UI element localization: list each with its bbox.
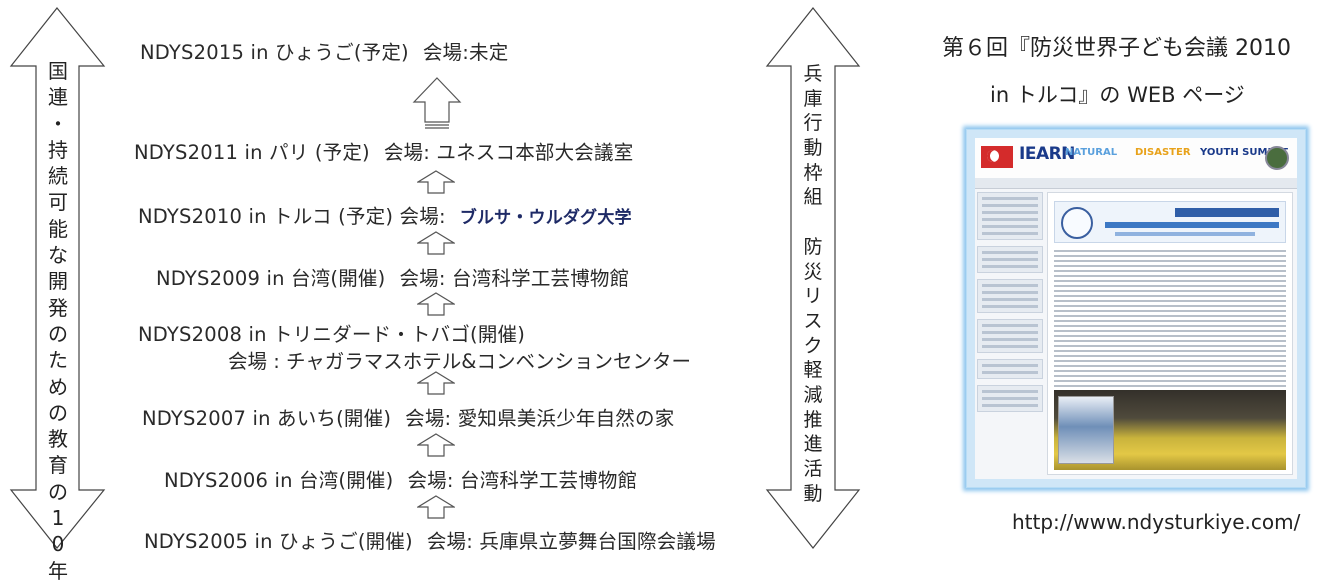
turkey-flag-icon [981,146,1013,168]
right-arrow-char: 行 [803,112,823,135]
up-arrow-icon [417,170,455,194]
right-arrow-char: リ [803,285,823,308]
entry-event: NDYS2011 in パリ (予定) [134,141,370,164]
right-arrow-char: 兵 [803,63,823,85]
timeline-entry-2005: NDYS2005 in ひょうご(開催) 会場: 兵庫県立夢舞台国際会議場 [144,525,716,554]
entry-venue: 会場: 兵庫県立夢舞台国際会議場 [426,530,716,553]
website-url: http://www.ndysturkiye.com/ [1012,510,1301,534]
entry-event: NDYS2009 in 台湾(開催) [156,267,386,290]
left-arrow-char: 持 [48,137,68,162]
left-arrow-char: た [48,348,68,373]
right-arrow-char: 動 [803,137,823,160]
left-arrow-char: の [48,321,68,346]
timeline-entry-2007: NDYS2007 in あいち(開催) 会場: 愛知県美浜少年自然の家 [142,402,674,431]
left-arrow-char: な [48,243,68,268]
left-arrow-char: め [48,374,68,399]
timeline-entry-2006: NDYS2006 in 台湾(開催) 会場: 台湾科学工芸博物館 [164,464,637,493]
poster-image [1058,396,1114,464]
entry-venue: 会場: 台湾科学工芸博物館 [407,469,638,492]
left-arrow-char: の [48,400,68,425]
website-brand-sub3: YOUTH SUMMIT [1200,147,1288,158]
right-arrow-char: ス [803,309,823,332]
up-arrow-large [412,77,462,129]
right-arrow-char: ク [803,334,823,357]
left-arrow-shape [9,7,106,549]
timeline-entry-2011: NDYS2011 in パリ (予定) 会場: ユネスコ本部大会議室 [134,136,633,165]
left-arrow-char: 可 [48,190,68,215]
entry-event: NDYS2007 in あいち(開催) [142,407,392,430]
timeline-entry-2015: NDYS2015 in ひょうご(予定) 会場:未定 [140,36,508,65]
entry-event: NDYS2005 in ひょうご(開催) [144,530,413,553]
left-arrow-char: の [48,479,68,504]
webpage-caption-line1: 第６回『防災世界子ども会議 2010 [942,36,1291,61]
left-arrow-char: 0 [51,532,65,557]
right-arrow-label: 兵庫行動枠組防災リスク軽減推進活動 [763,62,863,506]
website-header: IEARN NATURAL DISASTER YOUTH SUMMIT [975,138,1297,179]
up-arrow-icon [417,495,455,519]
website-screenshot: IEARN NATURAL DISASTER YOUTH SUMMIT [966,129,1306,488]
left-arrow-char: 能 [48,216,68,241]
timeline-entry-2008: NDYS2008 in トリニダード・トバゴ(開催) [138,318,525,347]
left-arrow-char: 国 [48,59,68,83]
right-arrow-char: 活 [803,458,823,480]
website-content [1047,192,1293,475]
right-arrow-char: 減 [803,383,823,406]
right-arrow-char: 枠 [803,161,823,184]
globe-icon [1265,146,1289,170]
left-arrow-char: 開 [48,269,68,294]
left-arrow-char: ・ [48,111,68,136]
website-brand: IEARN [1019,144,1075,164]
website-brand-sub2: DISASTER [1135,147,1191,158]
timeline-entry-2008-venue: 会場 : チャガラマスホテル&コンベンションセンター [228,350,691,373]
left-arrow-char: 1 [51,506,65,531]
right-arrow-char: 防 [803,235,823,258]
website-navbar [975,178,1297,189]
left-arrow-char: 発 [48,295,68,320]
entry-venue: 会場: ユネスコ本部大会議室 [383,141,634,164]
left-arrow-char: 年 [48,558,68,583]
right-arrow-char: 軽 [803,359,823,382]
entry-event: NDYS2006 in 台湾(開催) [164,469,394,492]
entry-venue-highlight: ブルサ・ウルダグ大学 [459,208,632,228]
up-arrow-icon [417,292,455,316]
entry-event: NDYS2015 in ひょうご(予定) [140,41,409,64]
webpage-caption-line2: in トルコ』の WEB ページ [990,83,1245,107]
audience-photo [1054,390,1286,470]
entry-event: NDYS2010 in トルコ (予定) 会場: [138,205,446,228]
timeline-entry-2009: NDYS2009 in 台湾(開催) 会場: 台湾科学工芸博物館 [156,262,629,291]
right-arrow-char: 進 [803,433,823,456]
up-arrow-icon [417,231,455,255]
website-screenshot-inner: IEARN NATURAL DISASTER YOUTH SUMMIT [975,138,1297,479]
timeline-entry-2010: NDYS2010 in トルコ (予定) 会場: ブルサ・ウルダグ大学 [138,200,632,229]
entry-venue: 会場: 愛知県美浜少年自然の家 [405,407,675,430]
right-arrow-char: 動 [803,482,823,505]
entry-venue: 会場: 台湾科学工芸博物館 [399,267,630,290]
up-arrow-icon [417,433,455,457]
entry-event: NDYS2008 in トリニダード・トバゴ(開催) [138,323,526,346]
entry-venue: 会場:未定 [422,41,509,64]
right-double-arrow: 兵庫行動枠組防災リスク軽減推進活動 [763,6,863,550]
left-arrow-char: 続 [48,164,68,189]
right-arrow-char: 災 [803,260,823,283]
left-arrow-char: 教 [48,427,68,452]
university-seal-icon [1061,207,1093,239]
right-arrow-shape [765,7,861,549]
right-arrow-char: 推 [803,408,823,431]
website-banner [1054,201,1286,243]
website-sidebar [977,192,1043,475]
left-arrow-char: 育 [48,453,68,478]
left-arrow-char: 連 [48,85,68,110]
website-brand-sub1: NATURAL [1065,147,1118,158]
up-arrow-icon [417,371,455,395]
right-arrow-char: 庫 [803,87,823,110]
right-arrow-char: 組 [803,186,823,209]
